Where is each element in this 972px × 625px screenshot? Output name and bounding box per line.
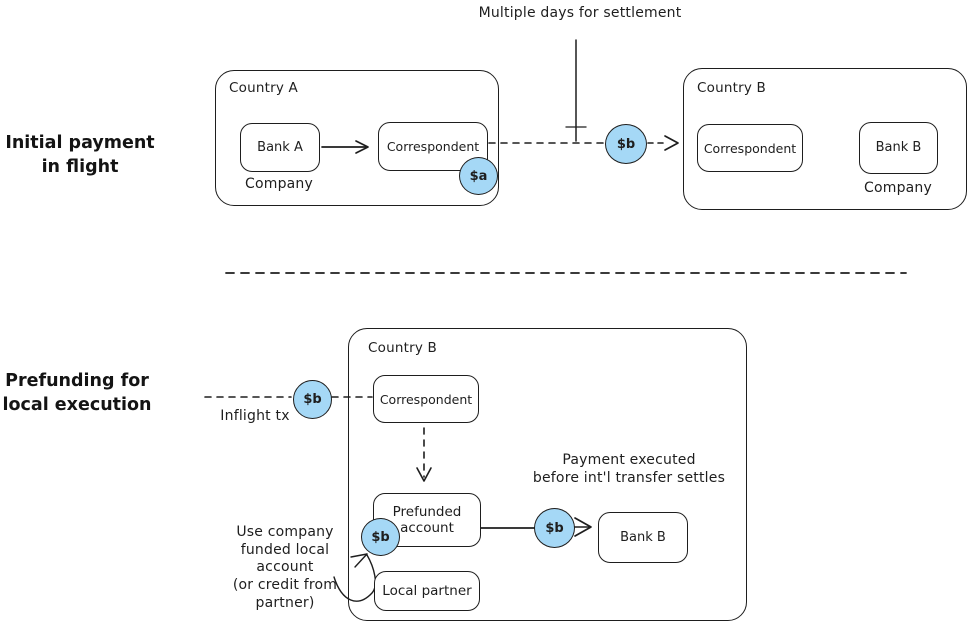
correspondent-b-top-node: Correspondent <box>697 124 803 172</box>
local-partner-node: Local partner <box>374 571 480 611</box>
settlement-note: Multiple days for settlement <box>478 5 682 21</box>
amount-bubble-a: $a <box>459 157 498 195</box>
bank-b-top-node: Bank B <box>859 122 938 174</box>
arrowhead-into-countryB-icon <box>664 135 679 151</box>
company-caption-b: Company <box>863 180 932 196</box>
country-a-title: Country A <box>229 80 298 96</box>
funding-note: Use company funded local account (or cre… <box>232 524 338 611</box>
country-b-top-container <box>683 68 967 210</box>
curved-pointer-arrowhead-a-icon <box>354 553 368 568</box>
country-b-bottom-container <box>348 328 747 621</box>
section-label-prefunding: Prefunding for local execution <box>2 371 152 415</box>
transfer-bubble-bottom: $b <box>534 508 575 548</box>
flow-bubble-top: $b <box>605 124 647 164</box>
arrowhead-corr-to-prefunded-icon <box>416 467 432 482</box>
country-b-top-title: Country B <box>697 80 766 96</box>
bank-b-bottom-node: Bank B <box>598 512 688 563</box>
curved-pointer-funding-note <box>333 554 377 602</box>
section-label-initial-payment: Initial payment in flight <box>5 133 155 177</box>
curved-pointer-arrowhead-b-icon <box>350 553 368 558</box>
inflight-bubble: $b <box>293 380 332 419</box>
prefund-bubble: $b <box>361 518 400 556</box>
country-a-container <box>215 70 499 206</box>
company-caption-a: Company <box>244 176 313 192</box>
country-b-bottom-title: Country B <box>368 340 437 356</box>
inflight-caption: Inflight tx <box>220 408 290 424</box>
execution-note: Payment executed before int'l transfer s… <box>532 452 726 486</box>
bank-a-node: Bank A <box>240 123 320 172</box>
arrowhead-banka-to-correspondent-icon <box>355 140 369 154</box>
arrowhead-into-bankb-icon <box>574 517 592 537</box>
correspondent-b-bottom-node: Correspondent <box>373 375 479 423</box>
